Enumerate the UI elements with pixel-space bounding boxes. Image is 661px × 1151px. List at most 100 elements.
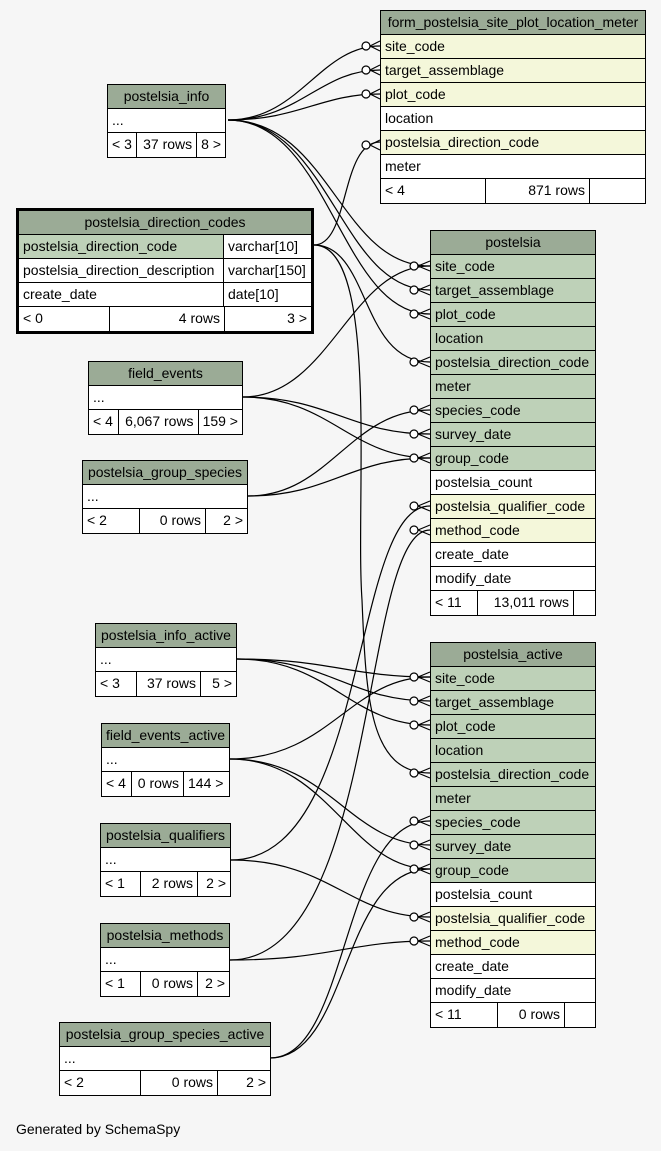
column-row[interactable]: postelsia_direction_description varchar[… (19, 259, 311, 283)
stat-parents[interactable]: < 2 (87, 512, 107, 528)
rel-ia-active-plot (236, 658, 431, 726)
table-postelsia-info[interactable]: postelsia_info ... < 3 37 rows 8 > (107, 84, 226, 158)
table-postelsia[interactable]: postelsia site_code target_assemblage pl… (430, 230, 596, 616)
table-header[interactable]: postelsia_info_active (96, 624, 236, 648)
column-row[interactable]: species_code (431, 399, 595, 423)
column-row[interactable]: species_code (431, 811, 595, 835)
stat-parents[interactable]: < 4 (385, 182, 405, 198)
stat-children[interactable]: 5 > (200, 672, 236, 696)
column-row[interactable]: target_assemblage (431, 691, 595, 715)
column-row[interactable]: plot_code (381, 83, 645, 107)
column-row[interactable]: create_date date[10] (19, 283, 311, 307)
column-row[interactable]: modify_date (431, 567, 595, 591)
table-postelsia-methods[interactable]: postelsia_methods ... < 1 0 rows 2 > (100, 923, 230, 997)
table-postelsia-group-species-active[interactable]: postelsia_group_species_active ... < 2 0… (59, 1022, 271, 1096)
table-field-events[interactable]: field_events ... < 4 6,067 rows 159 > (88, 361, 243, 435)
stat-children[interactable] (573, 591, 595, 615)
stat-rows: 871 rows (485, 179, 589, 203)
table-postelsia-active[interactable]: postelsia_active site_code target_assemb… (430, 642, 596, 1028)
table-header[interactable]: postelsia_info (108, 85, 225, 109)
column-row[interactable]: plot_code (431, 303, 595, 327)
column-row[interactable]: meter (431, 375, 595, 399)
column-row[interactable]: target_assemblage (381, 59, 645, 83)
stat-parents[interactable]: < 11 (435, 1006, 462, 1022)
table-header[interactable]: field_events (89, 362, 242, 386)
end-marker (409, 768, 419, 778)
rel-info-postelsia-target (227, 119, 431, 291)
column-type: varchar[150] (228, 262, 306, 278)
column-row[interactable]: postelsia_direction_code (431, 763, 595, 787)
column-row[interactable]: survey_date (431, 423, 595, 447)
column-row[interactable]: meter (431, 787, 595, 811)
column-row: ... (101, 948, 229, 972)
column-row[interactable]: location (381, 107, 645, 131)
stat-children[interactable]: 3 > (224, 307, 311, 331)
stat-children[interactable]: 159 > (197, 410, 242, 434)
table-postelsia-group-species[interactable]: postelsia_group_species ... < 2 0 rows 2… (82, 460, 248, 534)
table-stats: < 4 6,067 rows 159 > (89, 410, 242, 434)
column-row[interactable]: plot_code (431, 715, 595, 739)
stat-parents[interactable]: < 4 (106, 775, 126, 791)
table-header[interactable]: field_events_active (102, 724, 229, 748)
column-row[interactable]: postelsia_direction_code (431, 351, 595, 375)
column-row[interactable]: modify_date (431, 979, 595, 1003)
stat-parents[interactable]: < 1 (105, 975, 125, 991)
rel-direction-active (313, 244, 431, 774)
column-row[interactable]: postelsia_count (431, 883, 595, 907)
rel-fea-active-site (229, 676, 431, 760)
column-row[interactable]: postelsia_count (431, 471, 595, 495)
column-row[interactable]: site_code (431, 255, 595, 279)
column-row[interactable]: postelsia_qualifier_code (431, 495, 595, 519)
table-header[interactable]: postelsia_group_species (83, 461, 247, 485)
column-row[interactable]: site_code (431, 667, 595, 691)
column-row[interactable]: meter (381, 155, 645, 179)
stat-parents[interactable]: < 0 (23, 310, 43, 326)
end-marker (409, 840, 419, 850)
stat-children[interactable]: 144 > (183, 772, 229, 796)
table-header[interactable]: form_postelsia_site_plot_location_meter (381, 11, 645, 35)
column-row[interactable]: location (431, 327, 595, 351)
column-row[interactable]: postelsia_qualifier_code (431, 907, 595, 931)
table-header[interactable]: postelsia_methods (101, 924, 229, 948)
stat-children[interactable]: 8 > (196, 133, 225, 157)
table-header[interactable]: postelsia_direction_codes (19, 211, 311, 235)
column-row[interactable]: site_code (381, 35, 645, 59)
stat-children[interactable]: 2 > (205, 509, 247, 533)
table-postelsia-direction-codes[interactable]: postelsia_direction_codes postelsia_dire… (16, 208, 314, 334)
stat-parents[interactable]: < 3 (100, 675, 120, 691)
stat-parents[interactable]: < 2 (64, 1074, 84, 1090)
table-header[interactable]: postelsia_qualifiers (101, 824, 230, 848)
column-row[interactable]: create_date (431, 543, 595, 567)
column-row[interactable]: group_code (431, 859, 595, 883)
stat-children[interactable] (564, 1003, 595, 1027)
column-name: postelsia_direction_description (19, 259, 224, 282)
stat-children[interactable]: 2 > (197, 872, 230, 896)
table-header[interactable]: postelsia (431, 231, 595, 255)
table-stats: < 2 0 rows 2 > (60, 1071, 270, 1095)
column-row[interactable]: postelsia_direction_code (381, 131, 645, 155)
table-header[interactable]: postelsia_active (431, 643, 595, 667)
column-row[interactable]: create_date (431, 955, 595, 979)
table-postelsia-qualifiers[interactable]: postelsia_qualifiers ... < 1 2 rows 2 > (100, 823, 231, 897)
column-row[interactable]: method_code (431, 931, 595, 955)
column-row[interactable]: group_code (431, 447, 595, 471)
column-row[interactable]: location (431, 739, 595, 763)
table-postelsia-info-active[interactable]: postelsia_info_active ... < 3 37 rows 5 … (95, 623, 237, 697)
column-row[interactable]: target_assemblage (431, 279, 595, 303)
stat-children[interactable]: 2 > (197, 972, 229, 996)
stat-children[interactable] (589, 179, 645, 203)
table-header[interactable]: postelsia_group_species_active (60, 1023, 270, 1047)
column-row[interactable]: survey_date (431, 835, 595, 859)
table-stats: < 4 871 rows (381, 179, 645, 203)
table-form-postelsia-site-plot-location-meter[interactable]: form_postelsia_site_plot_location_meter … (380, 10, 646, 204)
column-row[interactable]: postelsia_direction_code varchar[10] (19, 235, 311, 259)
stat-children[interactable]: 2 > (217, 1071, 270, 1095)
column-row[interactable]: method_code (431, 519, 595, 543)
stat-parents[interactable]: < 11 (435, 594, 462, 610)
stat-parents[interactable]: < 4 (93, 413, 113, 429)
stat-parents[interactable]: < 3 (112, 136, 132, 152)
stat-parents[interactable]: < 1 (105, 875, 125, 891)
rel-ia-active-target (236, 658, 431, 702)
table-field-events-active[interactable]: field_events_active ... < 4 0 rows 144 > (101, 723, 230, 797)
